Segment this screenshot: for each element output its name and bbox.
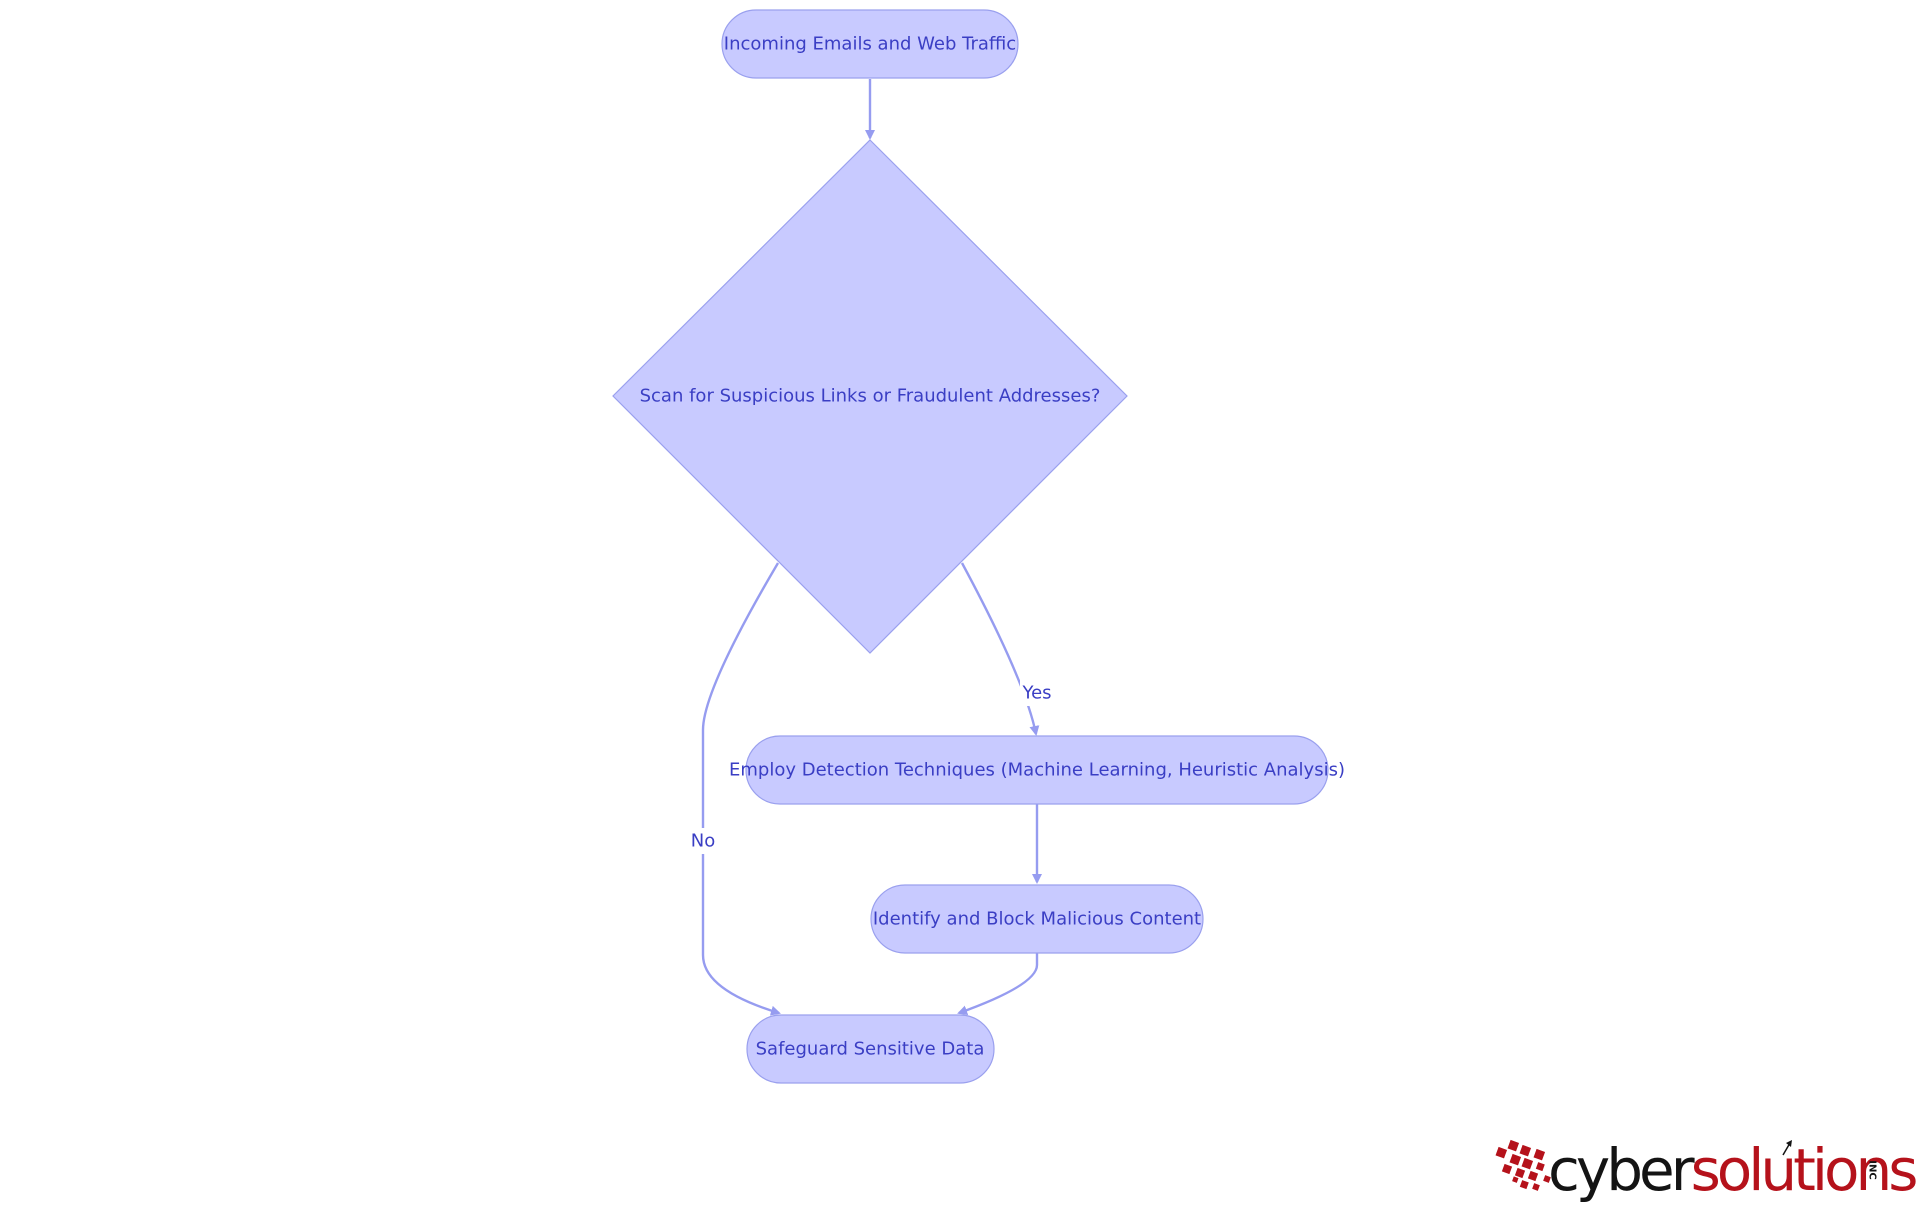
node-scan-decision: Scan for Suspicious Links or Fraudulent …: [612, 139, 1128, 654]
edge-scan-to-detect-yes: [960, 562, 1040, 736]
node-employ-detection: Employ Detection Techniques (Machine Lea…: [729, 735, 1345, 805]
edges: [701, 79, 1042, 1016]
logo-arrow-tip: [1786, 1140, 1792, 1147]
node-scan-decision-label: Scan for Suspicious Links or Fraudulent …: [640, 386, 1101, 407]
node-safeguard-data: Safeguard Sensitive Data: [746, 1014, 995, 1084]
logo-pixel-mark: [1495, 1139, 1551, 1191]
edge-label-yes-text: Yes: [1021, 683, 1051, 704]
node-identify-block: Identify and Block Malicious Content: [870, 884, 1204, 954]
logo-wordmark: cybersolutions: [1548, 1136, 1916, 1204]
node-incoming-emails: Incoming Emails and Web Traffic: [721, 9, 1019, 79]
node-identify-block-label: Identify and Block Malicious Content: [873, 909, 1201, 930]
node-safeguard-data-label: Safeguard Sensitive Data: [756, 1039, 985, 1060]
edge-scan-to-safeguard-no: [701, 562, 781, 1016]
cybersolutions-logo: cybersolutions INC: [1495, 1136, 1920, 1204]
logo-text-solutions: solutions: [1691, 1136, 1917, 1204]
logo-text-cyber: cyber: [1548, 1136, 1695, 1204]
node-employ-detection-label: Employ Detection Techniques (Machine Lea…: [729, 760, 1345, 781]
edge-label-no: No: [688, 828, 718, 854]
edge-label-no-text: No: [691, 831, 715, 852]
node-incoming-emails-label: Incoming Emails and Web Traffic: [724, 34, 1016, 55]
edge-label-yes: Yes: [1020, 680, 1054, 706]
edge-identify-to-safeguard: [957, 952, 1039, 1016]
logo-inc-suffix: INC: [1867, 1160, 1878, 1179]
